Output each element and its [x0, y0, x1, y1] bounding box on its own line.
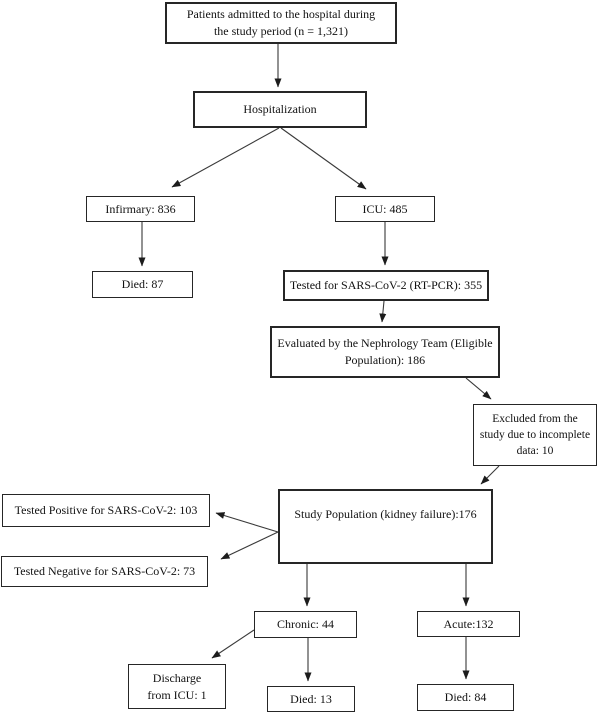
node-patients-admitted-line1: Patients admitted to the hospital during	[186, 7, 376, 22]
node-patients-admitted: Patients admitted to the hospital during…	[165, 2, 397, 44]
node-evaluated-nephrology-line2: Population): 186	[344, 353, 426, 367]
arrow-study-to-tested-negative	[220, 531, 279, 560]
node-patients-admitted-line2: the study period (n = 1,321)	[213, 24, 349, 38]
node-died-acute: Died: 84	[417, 684, 514, 711]
node-tested-positive: Tested Positive for SARS-CoV-2: 103	[2, 494, 210, 527]
node-tested-rtpcr: Tested for SARS-CoV-2 (RT-PCR): 355	[283, 270, 489, 301]
node-acute: Acute:132	[417, 611, 520, 637]
node-excluded-incomplete-line2: study due to incomplete	[479, 428, 591, 441]
node-evaluated-nephrology-line1: Evaluated by the Nephrology Team (Eligib…	[277, 336, 493, 351]
node-tested-negative: Tested Negative for SARS-CoV-2: 73	[1, 556, 208, 587]
node-icu: ICU: 485	[335, 196, 435, 222]
node-died-infirmary: Died: 87	[92, 271, 193, 298]
node-discharge-icu-line1: Discharge	[152, 670, 202, 685]
node-excluded-incomplete: Excluded from the study due to incomplet…	[473, 404, 597, 466]
node-infirmary: Infirmary: 836	[86, 196, 195, 222]
node-study-population: Study Population (kidney failure):176	[278, 489, 493, 564]
arrow-excluded-to-study	[480, 465, 500, 485]
arrow-hospitalization-to-icu	[280, 127, 367, 190]
node-discharge-icu: Discharge from ICU: 1	[128, 664, 226, 709]
node-chronic: Chronic: 44	[254, 611, 357, 638]
arrow-chronic-to-discharge	[211, 629, 255, 659]
node-discharge-icu-line2: from ICU: 1	[147, 687, 207, 702]
node-died-chronic: Died: 13	[267, 686, 355, 712]
node-excluded-incomplete-line3: data: 10	[516, 445, 554, 458]
arrow-hospitalization-to-infirmary	[171, 127, 280, 188]
arrow-tested-to-evaluated	[379, 300, 387, 323]
node-hospitalization: Hospitalization	[193, 91, 367, 128]
node-excluded-incomplete-line1: Excluded from the	[492, 412, 578, 425]
arrow-evaluated-to-excluded	[465, 377, 492, 400]
node-evaluated-nephrology: Evaluated by the Nephrology Team (Eligib…	[270, 326, 500, 378]
arrow-study-to-tested-positive	[215, 512, 279, 533]
